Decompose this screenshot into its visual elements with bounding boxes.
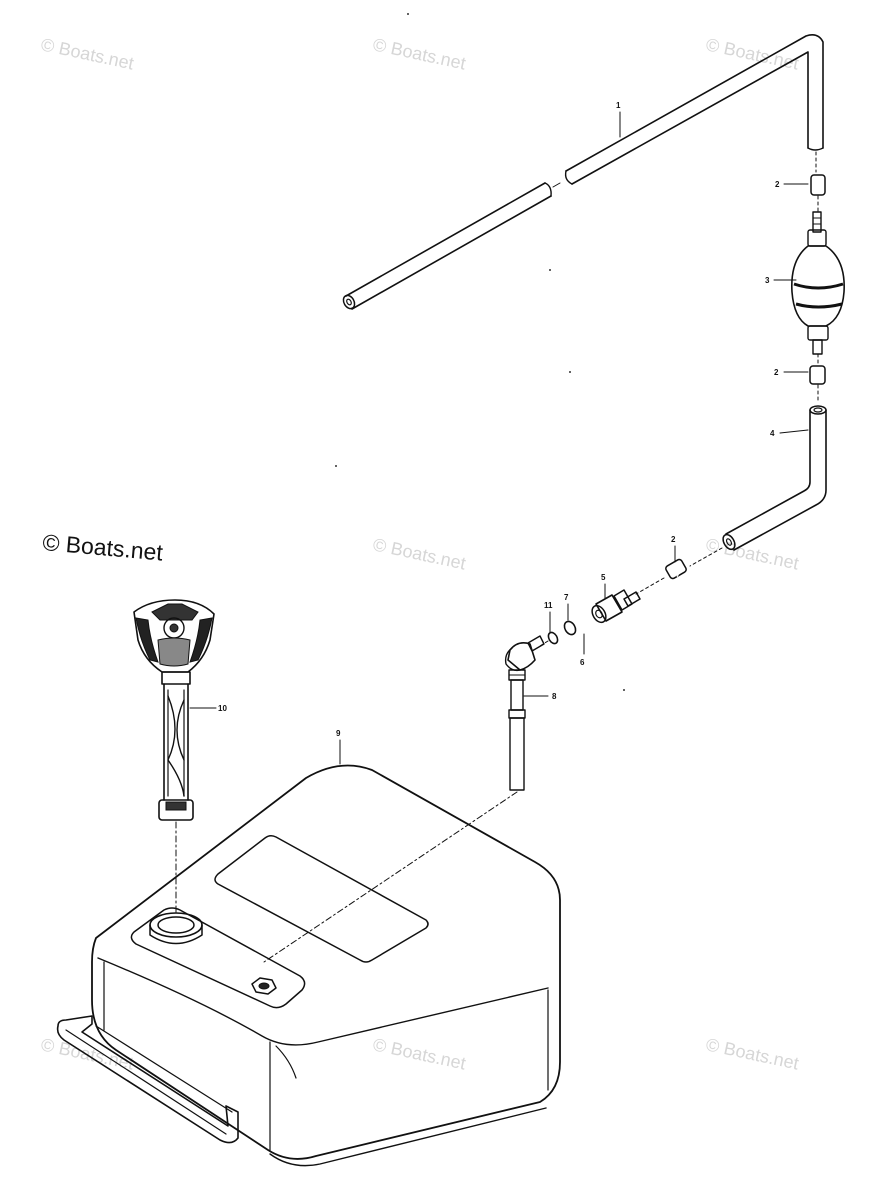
callout-5: 5 [601, 573, 606, 582]
part-2-fitting-upper [810, 174, 826, 213]
callout-numbers: 1 2 3 2 4 2 5 7 11 6 8 9 10 [218, 101, 780, 738]
part-5-connector [591, 589, 641, 624]
leader-lines [189, 111, 809, 765]
part-2-fitting-middle [809, 365, 826, 403]
callout-7: 7 [564, 593, 569, 602]
part-9-fuel-tank [56, 764, 561, 1167]
callout-10: 10 [218, 704, 227, 713]
watermark: © Boats.net [704, 34, 800, 73]
part-11-washer [539, 631, 559, 647]
callout-2: 2 [774, 368, 779, 377]
part-8-pickup-tube [263, 635, 545, 963]
watermark: © Boats.net [371, 34, 467, 73]
specks [335, 13, 625, 691]
copyright-credit: © Boats.net [42, 529, 165, 565]
part-1-fuel-hose [342, 34, 824, 310]
part-2-fitting-lower [635, 558, 687, 595]
callout-8: 8 [552, 692, 557, 701]
watermark: © Boats.net [371, 1034, 467, 1073]
part-3-primer-bulb [791, 211, 845, 367]
callout-1: 1 [616, 101, 621, 110]
part-4-elbow-hose [689, 405, 827, 567]
part-7-o-ring [563, 620, 577, 636]
part-10-fuel-gauge [133, 599, 215, 913]
callout-11: 11 [544, 601, 553, 610]
watermark: © Boats.net [39, 34, 135, 73]
callout-9: 9 [336, 729, 341, 738]
callout-2: 2 [671, 535, 676, 544]
callout-6: 6 [580, 658, 585, 667]
watermark: © Boats.net [371, 534, 467, 573]
callout-2: 2 [775, 180, 780, 189]
callout-3: 3 [765, 276, 770, 285]
watermark: © Boats.net [704, 1034, 800, 1073]
callout-4: 4 [770, 429, 775, 438]
